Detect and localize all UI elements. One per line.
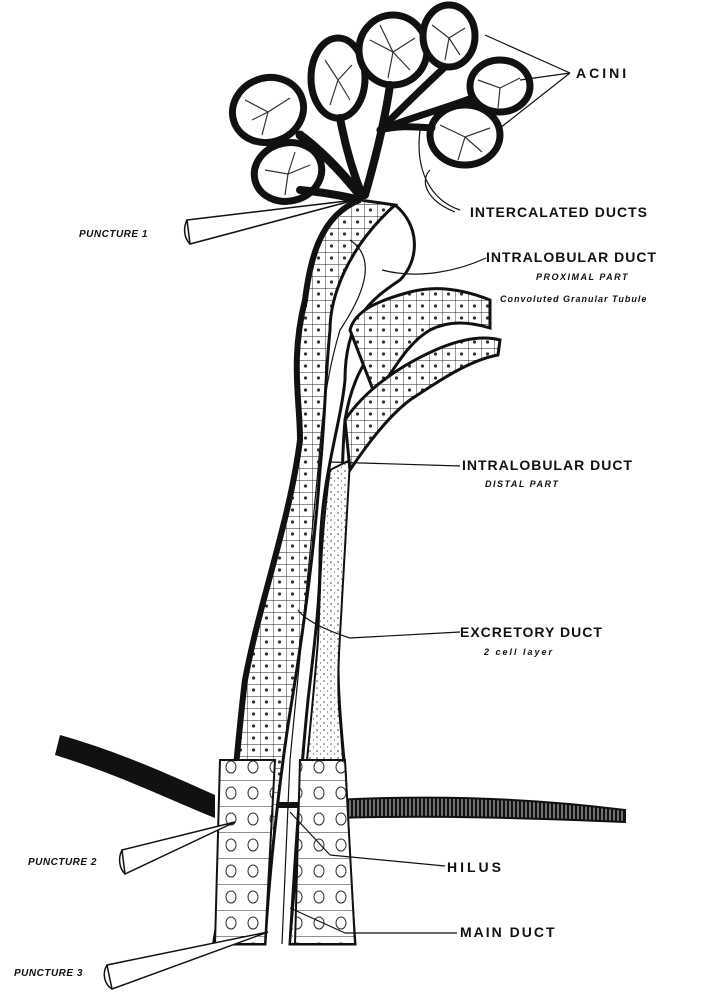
puncture-3-needle xyxy=(104,932,268,989)
puncture-1-label: PUNCTURE 1 xyxy=(79,230,148,240)
acini-label: ACINI xyxy=(576,66,629,80)
acinus xyxy=(430,105,500,165)
proximal-part-label: PROXIMAL PART xyxy=(536,273,629,282)
main-duct-label: MAIN DUCT xyxy=(460,925,557,939)
distal-part-label: DISTAL PART xyxy=(485,480,559,489)
intralobular-duct-proximal-label: INTRALOBULAR DUCT xyxy=(486,250,657,264)
acini-cluster xyxy=(223,5,530,209)
puncture-3-label: PUNCTURE 3 xyxy=(14,969,83,979)
convoluted-granular-tubule xyxy=(345,289,500,470)
acinus xyxy=(359,15,427,85)
hilus-label: HILUS xyxy=(447,860,504,874)
excretory-duct-label: EXCRETORY DUCT xyxy=(460,625,603,639)
intercalated-ducts-label: INTERCALATED DUCTS xyxy=(470,205,648,219)
convoluted-granular-tubule-label: Convoluted Granular Tubule xyxy=(500,295,647,304)
intralobular-duct-distal-label: INTRALOBULAR DUCT xyxy=(462,458,633,472)
acinus xyxy=(423,5,475,67)
cell-layer-label: 2 cell layer xyxy=(484,648,554,657)
puncture-2-label: PUNCTURE 2 xyxy=(28,858,97,868)
